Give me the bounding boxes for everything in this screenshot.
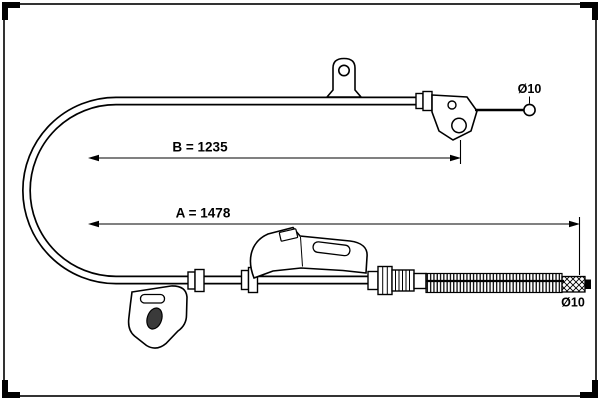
dimension-a-label: A = 1478 xyxy=(176,206,231,221)
adjuster-flange xyxy=(377,265,393,296)
end-tip xyxy=(585,279,591,289)
arrow-left-icon xyxy=(88,220,99,228)
coil-spring xyxy=(425,272,563,294)
bracket-seam xyxy=(300,236,303,267)
arrow-right-icon xyxy=(569,220,580,228)
bracket-body xyxy=(249,226,368,280)
cable-sheath xyxy=(22,96,430,285)
conduit-cap-2 xyxy=(194,268,205,293)
corner-mark-top-right xyxy=(580,2,598,20)
anchor-bracket-large-hole xyxy=(451,117,467,134)
diameter-bottom-label: Ø10 xyxy=(561,296,585,310)
tab-body xyxy=(325,57,363,98)
border-line xyxy=(3,3,597,397)
conduit-collar-2 xyxy=(422,90,433,112)
dimension-a: A = 1478 xyxy=(88,206,581,275)
diameter-top-label: Ø10 xyxy=(518,82,542,96)
spring-coils xyxy=(425,272,563,294)
bracket-tab-detail xyxy=(278,228,299,242)
anchor-bracket-small-hole xyxy=(447,100,457,110)
dimension-b-label: B = 1235 xyxy=(172,140,228,155)
arrow-right-icon xyxy=(450,154,461,162)
conduit-cap-1 xyxy=(187,271,196,290)
middle-bracket xyxy=(249,226,368,280)
bracket-slot xyxy=(139,293,166,304)
bracket-oval-hole xyxy=(146,307,163,330)
abutment-cap-1 xyxy=(240,269,250,291)
lower-end-fitting: Ø10 xyxy=(561,275,591,310)
adjuster-assembly xyxy=(367,265,427,296)
upper-end-fitting: Ø10 xyxy=(415,82,542,141)
cable-core-white xyxy=(23,98,430,283)
dimension-b: B = 1235 xyxy=(88,140,462,164)
top-mounting-tab xyxy=(325,57,363,98)
corner-mark-bottom-right xyxy=(580,380,598,398)
ball-end xyxy=(523,103,536,117)
arrow-left-icon xyxy=(88,154,99,162)
bracket-slot xyxy=(312,241,351,257)
conduit-collar-1 xyxy=(415,92,424,110)
corner-mark-top-left xyxy=(2,2,20,20)
tab-hole xyxy=(337,64,350,77)
end-barrel xyxy=(561,275,586,293)
lower-left-bracket xyxy=(127,268,205,349)
adjuster-collar xyxy=(367,270,379,291)
corner-mark-bottom-left xyxy=(2,380,20,398)
adjuster-nut xyxy=(413,272,427,290)
